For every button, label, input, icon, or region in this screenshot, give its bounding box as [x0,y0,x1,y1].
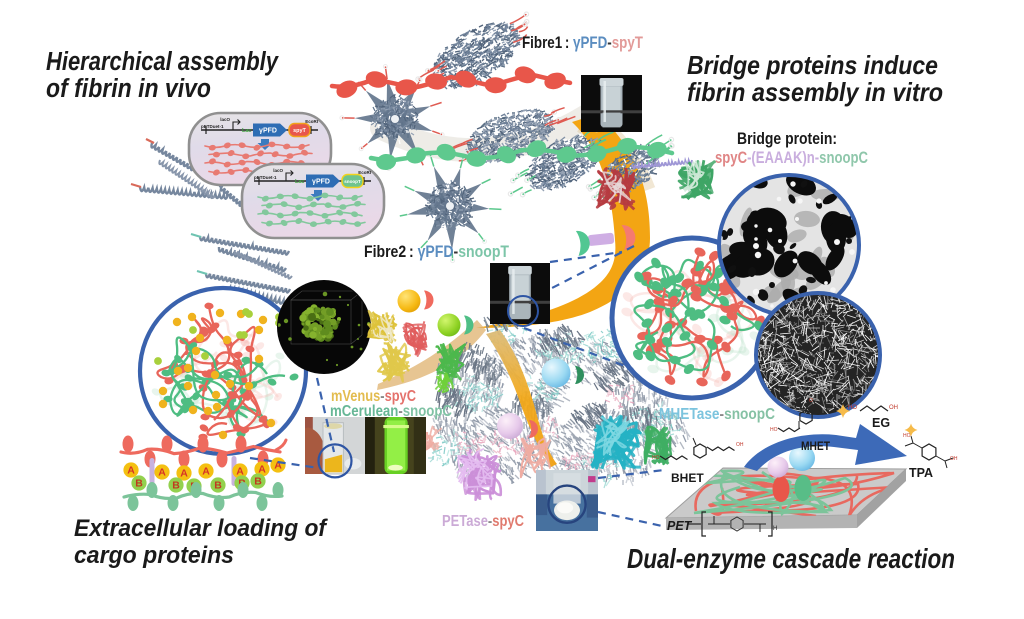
svg-text:B: B [172,480,180,492]
svg-text:A: A [127,465,135,477]
svg-text:O: O [809,398,813,404]
svg-text:EcoRI: EcoRI [305,119,318,124]
svg-text:OH: OH [889,405,898,411]
svg-text:Hierarchical assembly: Hierarchical assembly [46,48,280,76]
svg-text:lacO: lacO [220,117,230,122]
svg-text:of fibrin in vivo: of fibrin in vivo [46,75,211,103]
svg-text:HO: HO [848,405,857,411]
svg-text:HO: HO [652,455,660,461]
svg-text:EcoRI: EcoRI [358,170,371,175]
svg-text:Fibre1 : γPFD-spyT: Fibre1 : γPFD-spyT [522,34,643,52]
svg-text:snoopT: snoopT [344,179,361,184]
svg-text:OH: OH [950,456,958,462]
svg-text:γPFD: γPFD [259,128,277,135]
svg-text:B: B [214,480,222,492]
svg-text:mCerulean-snoopC: mCerulean-snoopC [330,403,452,420]
svg-text:γPFD: γPFD [312,179,330,186]
svg-text:Lac: Lac [242,128,251,134]
svg-text:spyT: spyT [293,128,306,134]
svg-text:A: A [158,467,166,479]
svg-text:B: B [254,476,262,488]
svg-text:HO: HO [770,427,778,433]
svg-text:Fibre2 : γPFD-snoopT: Fibre2 : γPFD-snoopT [364,243,509,261]
svg-text:pETDuet-1: pETDuet-1 [201,124,224,129]
svg-text:BHET: BHET [671,471,704,485]
svg-text:cargo proteins: cargo proteins [74,542,234,569]
svg-text:PET: PET [667,519,693,533]
svg-text:pETDuet-1: pETDuet-1 [254,175,277,180]
svg-text:Lac: Lac [295,179,304,185]
svg-text:A: A [202,466,210,478]
svg-text:spyC-(EAAAK)n-snoopC: spyC-(EAAAK)n-snoopC [715,149,868,167]
svg-text:A: A [180,468,188,480]
svg-text:Extracellular loading of: Extracellular loading of [74,515,329,542]
svg-text:fibrin assembly in vitro: fibrin assembly in vitro [687,77,943,107]
svg-text:MHET: MHET [801,439,831,453]
svg-text:MHETase-snoopC: MHETase-snoopC [659,406,775,423]
svg-text:HO: HO [903,433,911,439]
svg-text:Bridge proteins induce: Bridge proteins induce [687,50,938,80]
svg-text:B: B [135,478,143,490]
svg-text:OH: OH [736,442,744,448]
svg-text:PETase-spyC: PETase-spyC [442,513,524,530]
svg-text:EG: EG [872,416,890,430]
svg-text:Bridge protein:: Bridge protein: [737,130,837,148]
svg-text:TPA: TPA [909,466,933,480]
svg-text:Dual-enzyme cascade reaction: Dual-enzyme cascade reaction [627,543,955,574]
svg-text:H: H [773,526,777,532]
svg-text:lacO: lacO [273,168,283,173]
